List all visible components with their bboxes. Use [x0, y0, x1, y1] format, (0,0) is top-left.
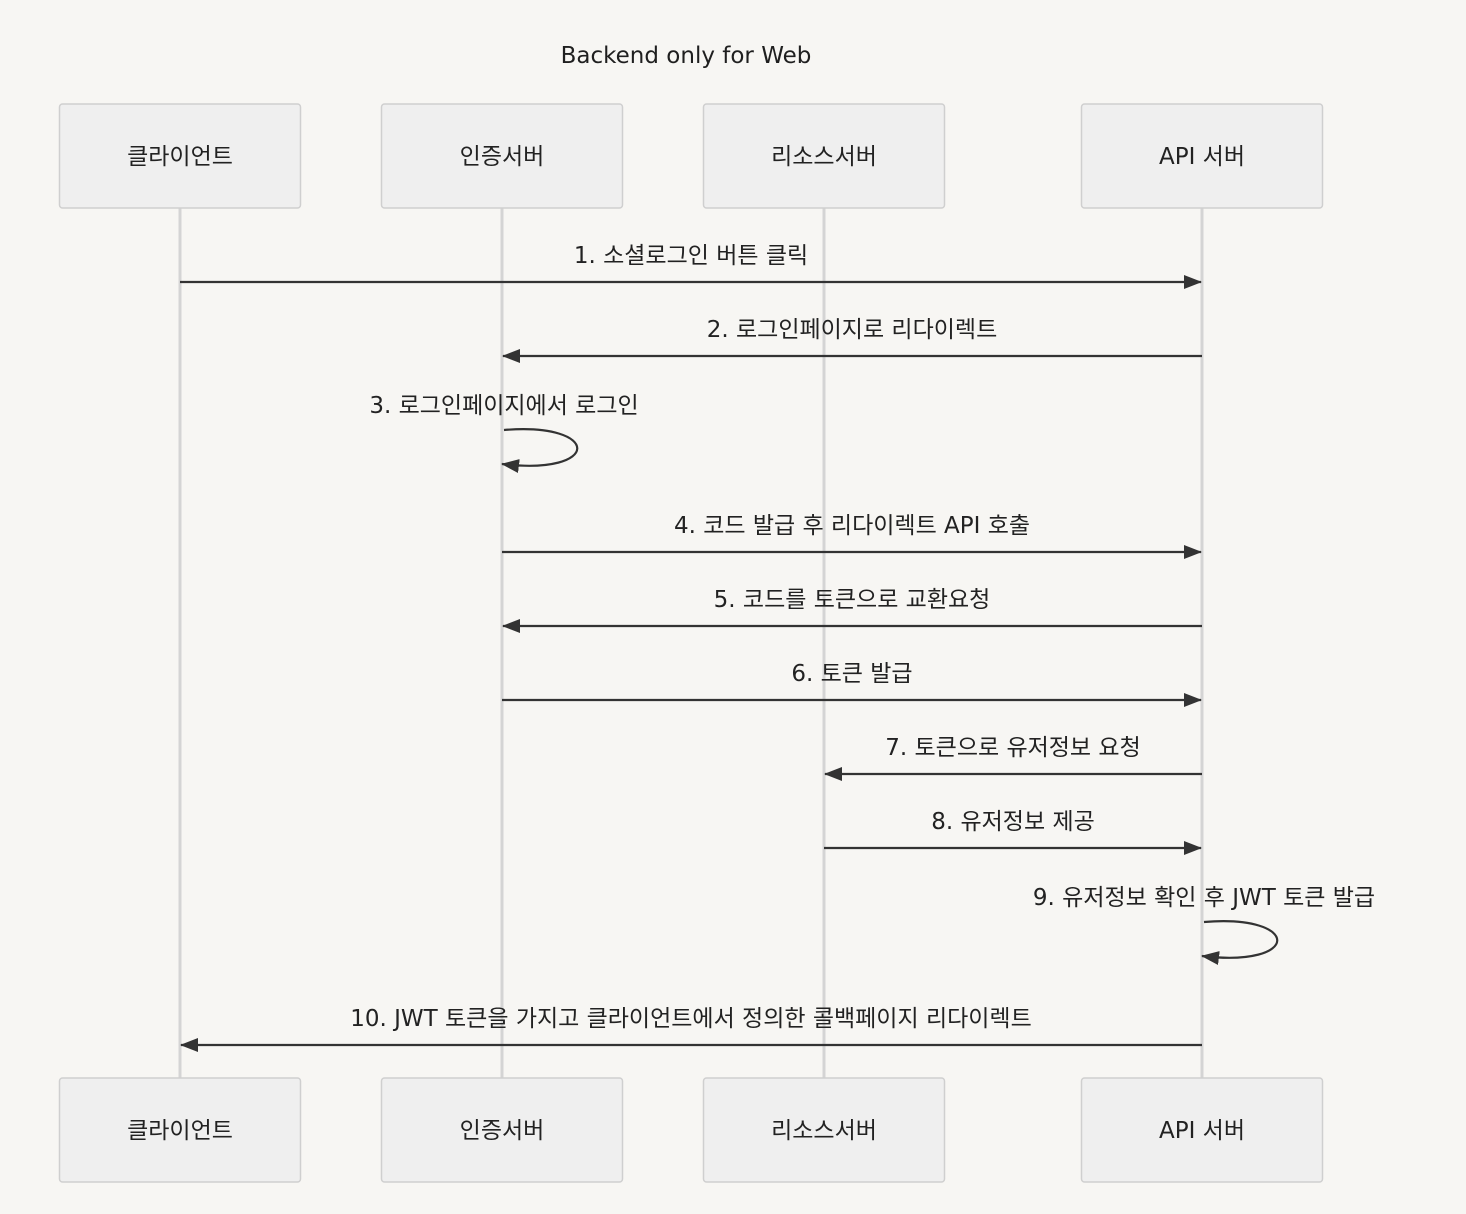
- actor-label-api-bottom: API 서버: [1159, 1118, 1245, 1144]
- actor-label-api-top: API 서버: [1159, 144, 1245, 170]
- messages: 1. 소셜로그인 버튼 클릭 2. 로그인페이지로 리다이렉트 3. 로그인페이지에…: [180, 243, 1375, 1052]
- actor-box-api-bottom: [1080, 1077, 1324, 1183]
- actor-label-resource-bottom: 리소스서버: [771, 1118, 877, 1144]
- message-label-1: 1. 소셜로그인 버튼 클릭: [574, 243, 808, 269]
- actors-top: 클라이언트 인증서버 리소스서버 API 서버: [58, 103, 1324, 209]
- actor-box-auth-bottom: [380, 1077, 624, 1183]
- message-label-8: 8. 유저정보 제공: [931, 809, 1095, 835]
- self-message-arrow-9: [1201, 920, 1279, 965]
- diagram-title: Backend only for Web: [561, 43, 812, 69]
- actor-box-client-bottom: [58, 1077, 302, 1183]
- message-label-2: 2. 로그인페이지로 리다이렉트: [707, 317, 998, 343]
- actor-label-auth-bottom: 인증서버: [460, 1118, 545, 1144]
- self-message-arrow-3: [501, 428, 579, 473]
- message-label-10: 10. JWT 토큰을 가지고 클라이언트에서 정의한 콜백페이지 리다이렉트: [350, 1006, 1032, 1032]
- actor-box-resource-bottom: [702, 1077, 946, 1183]
- actor-box-resource-top: [702, 103, 946, 209]
- actor-label-resource-top: 리소스서버: [771, 144, 877, 170]
- actors-bottom: 클라이언트 인증서버 리소스서버 API 서버: [58, 1077, 1324, 1183]
- message-label-9: 9. 유저정보 확인 후 JWT 토큰 발급: [1033, 885, 1375, 911]
- lifelines: [178, 208, 1204, 1078]
- message-label-5: 5. 코드를 토큰으로 교환요청: [714, 587, 991, 613]
- actor-box-api-top: [1080, 103, 1324, 209]
- message-label-7: 7. 토큰으로 유저정보 요청: [885, 735, 1140, 761]
- message-label-6: 6. 토큰 발급: [791, 661, 912, 687]
- actor-box-client-top: [58, 103, 302, 209]
- actor-box-auth-top: [380, 103, 624, 209]
- actor-label-client-bottom: 클라이언트: [127, 1118, 233, 1144]
- actor-label-auth-top: 인증서버: [460, 144, 545, 170]
- actor-label-client-top: 클라이언트: [127, 144, 233, 170]
- message-label-3: 3. 로그인페이지에서 로그인: [369, 393, 638, 419]
- message-label-4: 4. 코드 발급 후 리다이렉트 API 호출: [674, 513, 1030, 539]
